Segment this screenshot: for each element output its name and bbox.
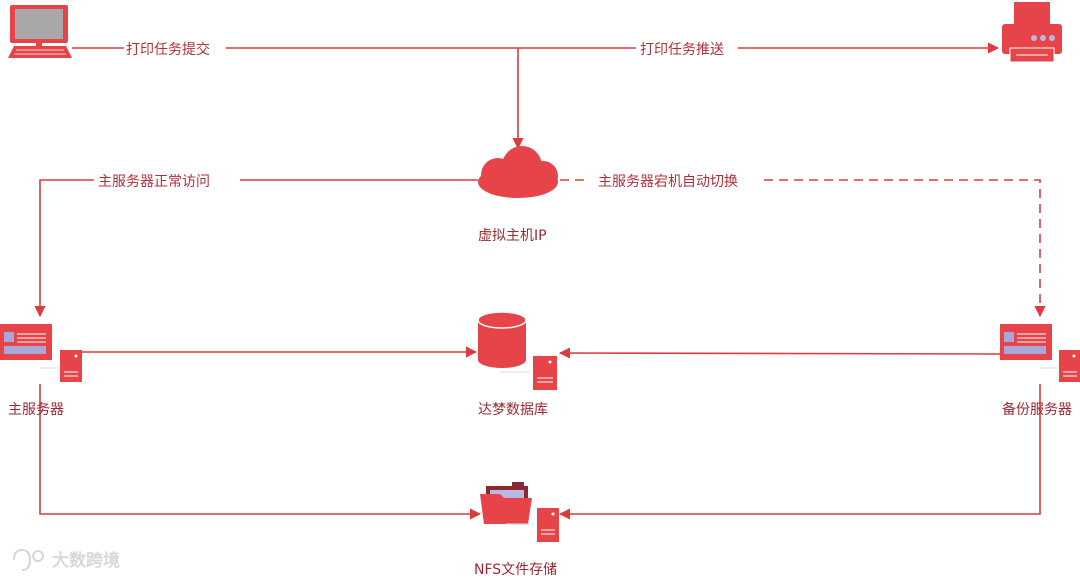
- label-normal-access: 主服务器正常访问: [98, 174, 210, 190]
- desktop-computer-icon: [8, 5, 72, 58]
- cloud-icon: [478, 146, 558, 198]
- edge-primary-nfs: [39, 384, 482, 520]
- connectors: [34, 42, 1046, 520]
- watermark-text: 大数跨境: [52, 550, 120, 571]
- caption-vip: 虚拟主机IP: [478, 228, 547, 244]
- edge-backup-db: [558, 347, 1001, 359]
- edge-backup-nfs: [558, 384, 1041, 520]
- database-cylinder-icon: [477, 311, 557, 390]
- server-monitor-icon: [1000, 324, 1080, 382]
- watermark-logo-icon: [13, 548, 44, 571]
- printer-icon: [1002, 2, 1062, 63]
- caption-backup: 备份服务器: [1002, 401, 1072, 418]
- server-monitor-icon: [0, 324, 82, 382]
- label-print-push: 打印任务推送: [640, 41, 724, 58]
- label-failover: 主服务器宕机自动切换: [598, 173, 738, 190]
- caption-db: 达梦数据库: [478, 402, 548, 418]
- edge-normal-access-tail: [34, 179, 94, 318]
- edge-failover-dashed-tail: [764, 179, 1046, 318]
- label-print-submit: 打印任务提交: [126, 41, 210, 58]
- caption-primary: 主服务器: [8, 402, 64, 418]
- folder-storage-icon: [480, 482, 559, 542]
- caption-nfs: NFS文件存储: [474, 562, 557, 578]
